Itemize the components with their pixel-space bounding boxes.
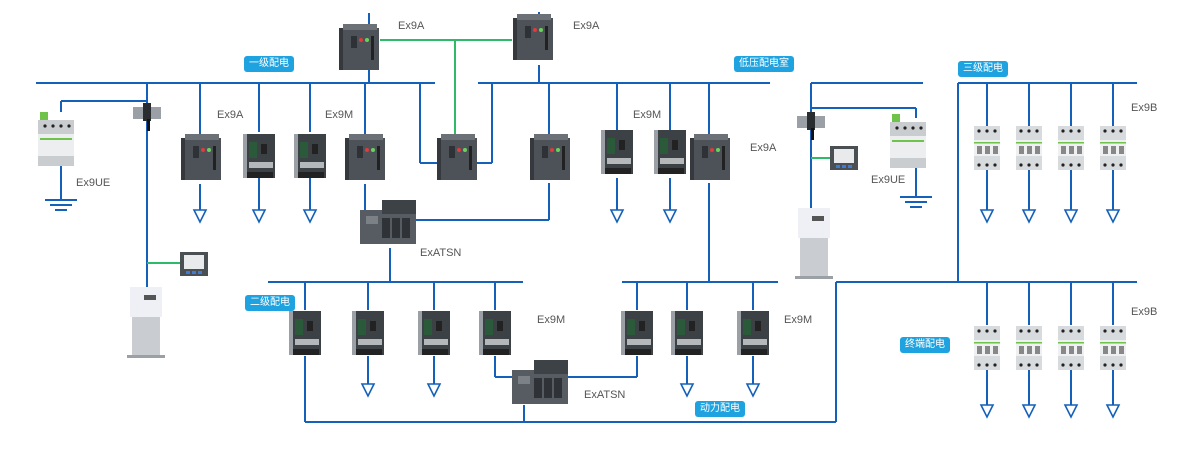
meter-right xyxy=(830,146,858,170)
acb-incoming-left xyxy=(339,24,379,70)
load-icon xyxy=(361,383,375,397)
mcb-terminal-1 xyxy=(974,326,1000,370)
acb-left-branch xyxy=(181,134,221,180)
load-icon xyxy=(193,209,207,223)
mccb-level2-3 xyxy=(418,311,450,355)
mccb-level2-5 xyxy=(621,311,653,355)
load-symbols xyxy=(193,209,1120,418)
mcb-level3-1 xyxy=(974,126,1000,170)
bus-lines xyxy=(36,12,1137,423)
load-icon xyxy=(610,209,624,223)
load-icon xyxy=(980,209,994,223)
load-icon xyxy=(1022,209,1036,223)
mcb-level3-2 xyxy=(1016,126,1042,170)
label-mccb-right-branch: Ex9M xyxy=(633,109,662,121)
label-acb-top-left: Ex9A xyxy=(398,20,425,32)
acb-left-3 xyxy=(345,134,385,180)
load-icon xyxy=(663,209,677,223)
mcb-terminal-4 xyxy=(1100,326,1126,370)
isolator-left xyxy=(133,103,161,131)
mcb-level3-4 xyxy=(1100,126,1126,170)
mccb-right-2 xyxy=(654,130,686,174)
load-icon xyxy=(1106,209,1120,223)
badge-room: 低压配电室 xyxy=(734,56,794,72)
load-icon xyxy=(980,404,994,418)
badge-level2: 二级配电 xyxy=(245,295,295,311)
isolator-right xyxy=(797,112,825,140)
load-icon xyxy=(303,209,317,223)
mcb-level3-3 xyxy=(1058,126,1084,170)
load-icon xyxy=(1064,404,1078,418)
load-icon xyxy=(1022,404,1036,418)
load-icon xyxy=(1064,209,1078,223)
label-ats-upper: ExATSN xyxy=(420,247,462,259)
load-icon xyxy=(680,383,694,397)
mccb-level2-4 xyxy=(479,311,511,355)
label-mccb-level2-left: Ex9M xyxy=(537,314,566,326)
badge-power: 动力配电 xyxy=(695,401,745,417)
load-icon xyxy=(427,383,441,397)
label-mcb-terminal: Ex9B xyxy=(1131,306,1158,318)
label-mccb-left-branch: Ex9M xyxy=(325,109,354,121)
label-spd-left: Ex9UE xyxy=(76,177,111,189)
badge-terminal: 终端配电 xyxy=(900,337,950,353)
spd-left xyxy=(38,112,74,166)
ats-upper xyxy=(360,200,416,244)
label-spd-right: Ex9UE xyxy=(871,174,906,186)
mccb-right-1 xyxy=(601,130,633,174)
control-lines xyxy=(147,39,830,264)
mccb-left-1 xyxy=(243,134,275,178)
badge-level3: 三级配电 xyxy=(958,61,1008,77)
acb-right-incoming xyxy=(530,134,570,180)
meter-left xyxy=(180,252,208,276)
capacitor-left xyxy=(127,287,165,358)
mcb-terminal-2 xyxy=(1016,326,1042,370)
acb-bus-tie xyxy=(437,134,477,180)
label-acb-left-branch: Ex9A xyxy=(217,109,244,121)
capacitor-right xyxy=(795,208,833,279)
mccb-left-2 xyxy=(294,134,326,178)
label-ats-lower: ExATSN xyxy=(584,389,626,401)
mccb-level2-1 xyxy=(289,311,321,355)
spd-right xyxy=(890,114,926,168)
acb-right-3 xyxy=(690,134,730,180)
acb-incoming-right xyxy=(513,14,553,60)
load-icon xyxy=(1106,404,1120,418)
mccb-level2-2 xyxy=(352,311,384,355)
mccb-level2-6 xyxy=(671,311,703,355)
ats-lower xyxy=(512,360,568,404)
mcb-terminal-3 xyxy=(1058,326,1084,370)
label-mcb-level3: Ex9B xyxy=(1131,102,1158,114)
load-icon xyxy=(746,383,760,397)
mccb-level2-7 xyxy=(737,311,769,355)
load-icon xyxy=(252,209,266,223)
badge-level1: 一级配电 xyxy=(244,56,294,72)
label-acb-right-branch: Ex9A xyxy=(750,142,777,154)
label-mccb-level2-right: Ex9M xyxy=(784,314,813,326)
label-acb-top-right: Ex9A xyxy=(573,20,600,32)
